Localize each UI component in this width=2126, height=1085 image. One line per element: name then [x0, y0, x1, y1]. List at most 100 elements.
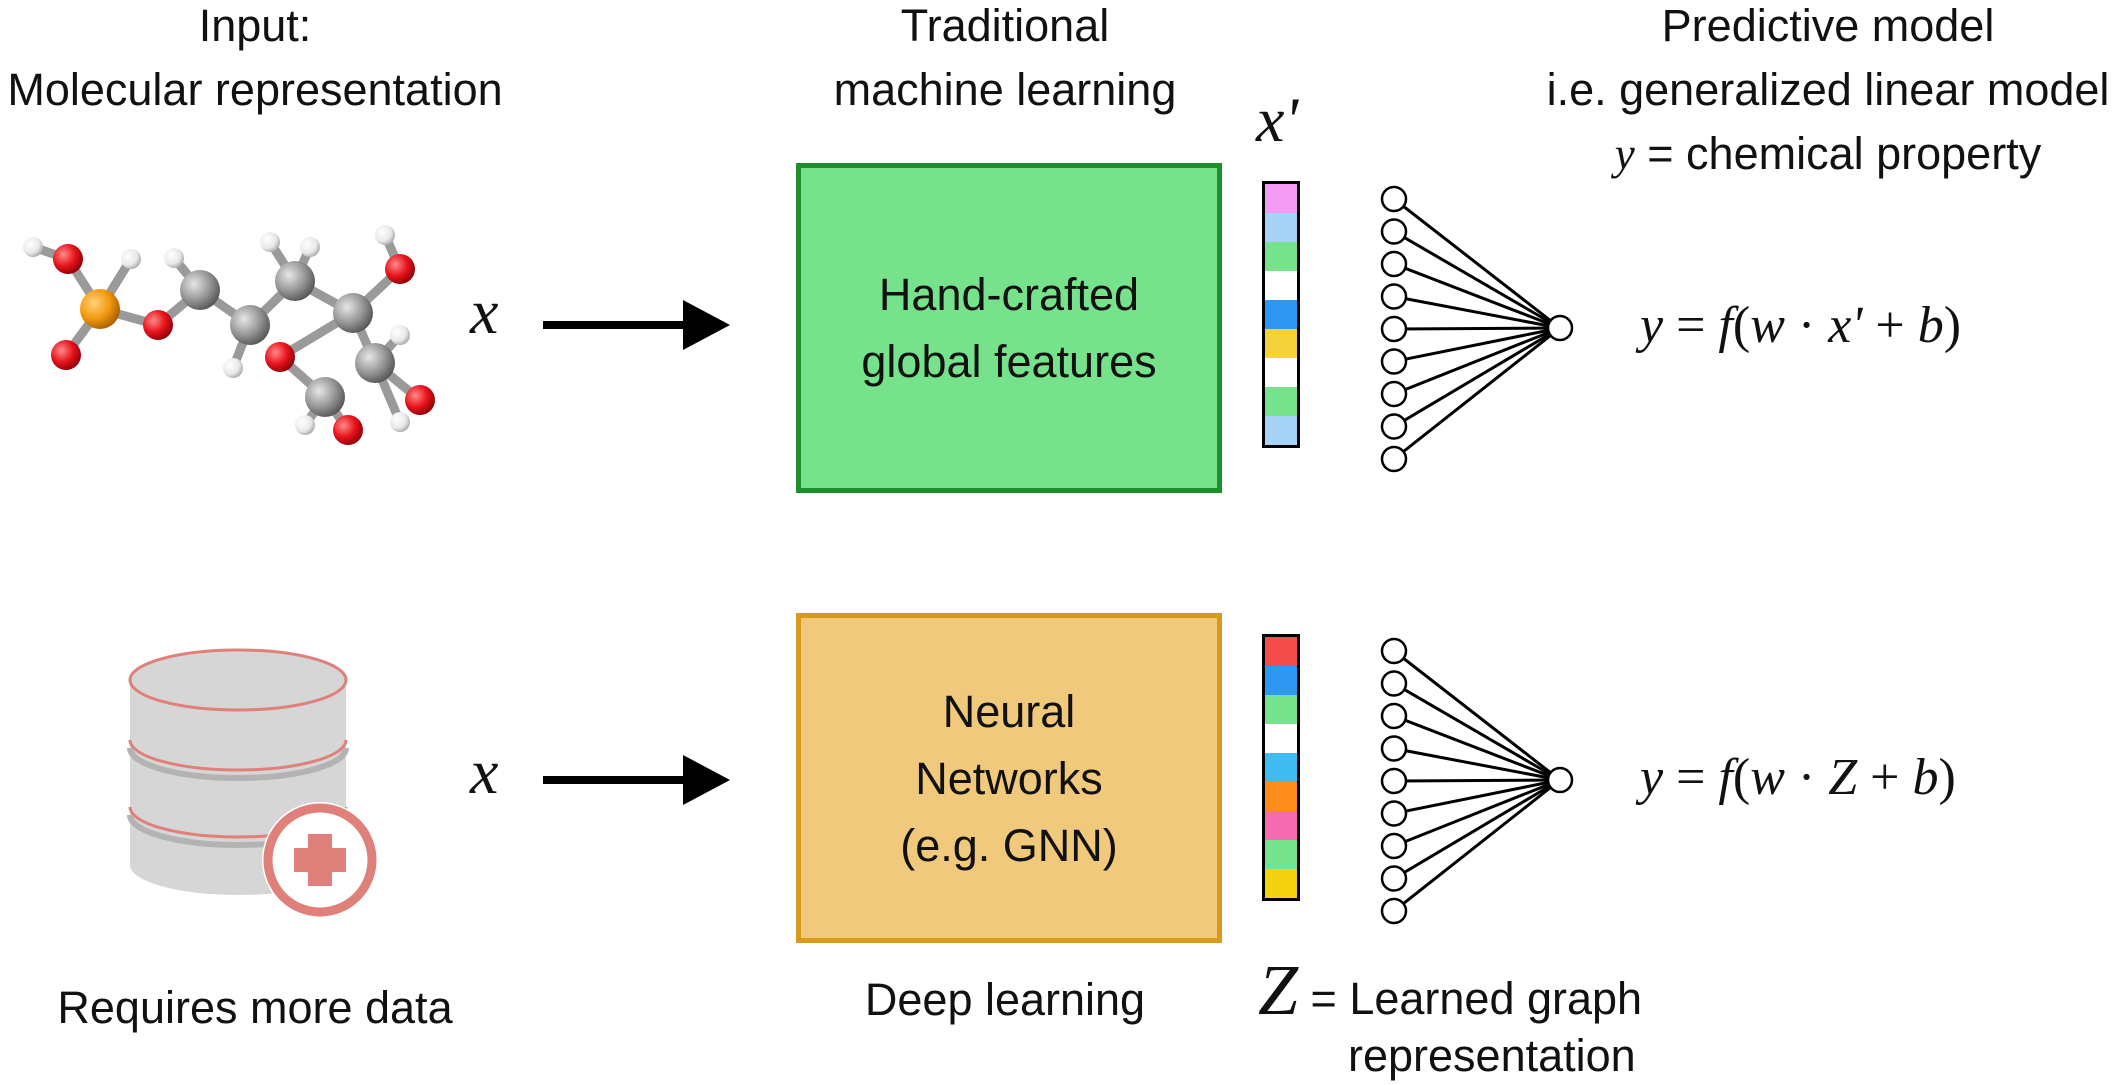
eq-bottom-dot: · [1784, 749, 1829, 806]
nn-input-node [1380, 380, 1408, 408]
nn-edge [1393, 197, 1561, 330]
latent-label-line1: = Learned graph [1298, 973, 1643, 1024]
eq-bottom-y: y [1640, 749, 1664, 806]
nn-input-node [1380, 250, 1408, 278]
nn-edge [1393, 326, 1561, 461]
predictive-y-var: y [1614, 129, 1635, 179]
eq-bottom-close: ) [1938, 749, 1956, 806]
latent-symbol: Z [1258, 950, 1299, 1030]
eq-top-f: f [1718, 297, 1733, 354]
nn-edge [1393, 326, 1561, 363]
nn-input-node [1380, 767, 1408, 795]
traditional-header: Traditional machine learning [780, 0, 1230, 122]
neural-line1: Neural [942, 685, 1076, 737]
nn-input-node [1380, 702, 1408, 730]
nn-input-node [1380, 348, 1408, 375]
eq-bottom-x: Z [1828, 749, 1858, 806]
vector-cell [1265, 271, 1297, 300]
eq-top-eq: = [1663, 297, 1719, 354]
handcrafted-line1: Hand-crafted [878, 269, 1140, 320]
nn-edge [1393, 778, 1561, 913]
nn-edge [1393, 326, 1561, 396]
nn-edge [1393, 778, 1561, 848]
vector-cell [1265, 695, 1297, 724]
vector-cell [1265, 782, 1297, 811]
vector-cell [1265, 358, 1297, 387]
feature-vector-bottom [1262, 634, 1300, 901]
nn-edge [1393, 682, 1561, 782]
neural-network-icon [1380, 637, 1574, 925]
vector-cell [1265, 840, 1297, 869]
nn-edge [1393, 230, 1561, 330]
nn-edge [1393, 262, 1561, 330]
vector-cell [1265, 300, 1297, 329]
eq-bottom-open: ( [1732, 749, 1751, 806]
eq-bottom-f: f [1718, 749, 1733, 806]
traditional-header-line1: Traditional [900, 0, 1110, 51]
nn-edge [1393, 326, 1561, 428]
nn-input-node [1380, 637, 1408, 665]
neural-network-icon [1380, 185, 1574, 473]
arrow-icon [543, 300, 730, 350]
eq-top-y: y [1640, 297, 1664, 354]
eq-bottom-eq: = [1663, 749, 1719, 806]
eq-top-plus: + [1862, 297, 1918, 354]
nn-input-node [1380, 185, 1408, 213]
input-header: Input: Molecular representation [0, 0, 510, 122]
predictive-header-line1: Predictive model [1661, 0, 1995, 51]
nn-input-node [1380, 832, 1408, 860]
vector-cell [1265, 387, 1297, 416]
predictive-y-text: = chemical property [1634, 128, 2042, 179]
nn-edge [1393, 295, 1561, 330]
eq-top-open: ( [1732, 297, 1751, 354]
traditional-header-line2: machine learning [833, 64, 1177, 115]
vector-cell [1265, 637, 1297, 666]
nn-edge [1393, 649, 1561, 782]
eq-bottom-plus: + [1857, 749, 1913, 806]
requires-more-data-caption: Requires more data [57, 982, 453, 1033]
predictive-header-line2: i.e. generalized linear model [1546, 64, 2110, 115]
nn-edge [1393, 778, 1561, 783]
vector-cell [1265, 811, 1297, 840]
equation-top: y = f(w · x' + b) [1640, 296, 1961, 355]
predictive-header-line3: y = chemical property [1530, 122, 2126, 186]
nn-input-node [1380, 445, 1408, 473]
nn-output-node [1546, 314, 1574, 342]
latent-label: Z = Learned graph [1258, 950, 1642, 1030]
handcrafted-line2: global features [861, 336, 1157, 387]
vector-cell [1265, 753, 1297, 782]
eq-top-close: ) [1943, 297, 1962, 354]
deep-learning-caption: Deep learning [864, 974, 1146, 1025]
eq-top-w: w [1750, 297, 1785, 354]
nn-output-node [1546, 766, 1574, 794]
handcrafted-features-box: Hand-crafted global features [796, 163, 1222, 493]
vector-cell [1265, 329, 1297, 358]
nn-input-node [1380, 413, 1408, 440]
neural-line2: Networks [915, 752, 1103, 804]
nn-input-node [1380, 800, 1408, 827]
vector-cell [1265, 184, 1297, 213]
nn-input-node [1380, 865, 1408, 892]
predictive-header: Predictive model i.e. generalized linear… [1530, 0, 2126, 186]
vector-cell [1265, 213, 1297, 242]
nn-edge [1393, 778, 1561, 815]
nn-input-node [1380, 315, 1408, 343]
input-symbol-top: x [470, 276, 499, 347]
vector-cell [1265, 869, 1297, 898]
eq-top-dot: · [1784, 297, 1829, 354]
nn-input-node [1380, 283, 1408, 310]
nn-input-node [1380, 897, 1408, 925]
vector-cell [1265, 724, 1297, 753]
molecule-icon [23, 225, 435, 445]
input-header-line1: Input: [198, 0, 312, 51]
database-add-icon [127, 648, 378, 918]
vector-cell [1265, 416, 1297, 445]
vector-cell [1265, 242, 1297, 271]
eq-bottom-w: w [1750, 749, 1785, 806]
input-symbol-bottom: x [470, 736, 499, 807]
feature-vector-label: x' [1256, 84, 1299, 155]
nn-input-node [1380, 218, 1408, 245]
neural-networks-box: Neural Networks (e.g. GNN) [796, 613, 1222, 943]
nn-input-node [1380, 735, 1408, 762]
input-header-line2: Molecular representation [7, 64, 503, 115]
